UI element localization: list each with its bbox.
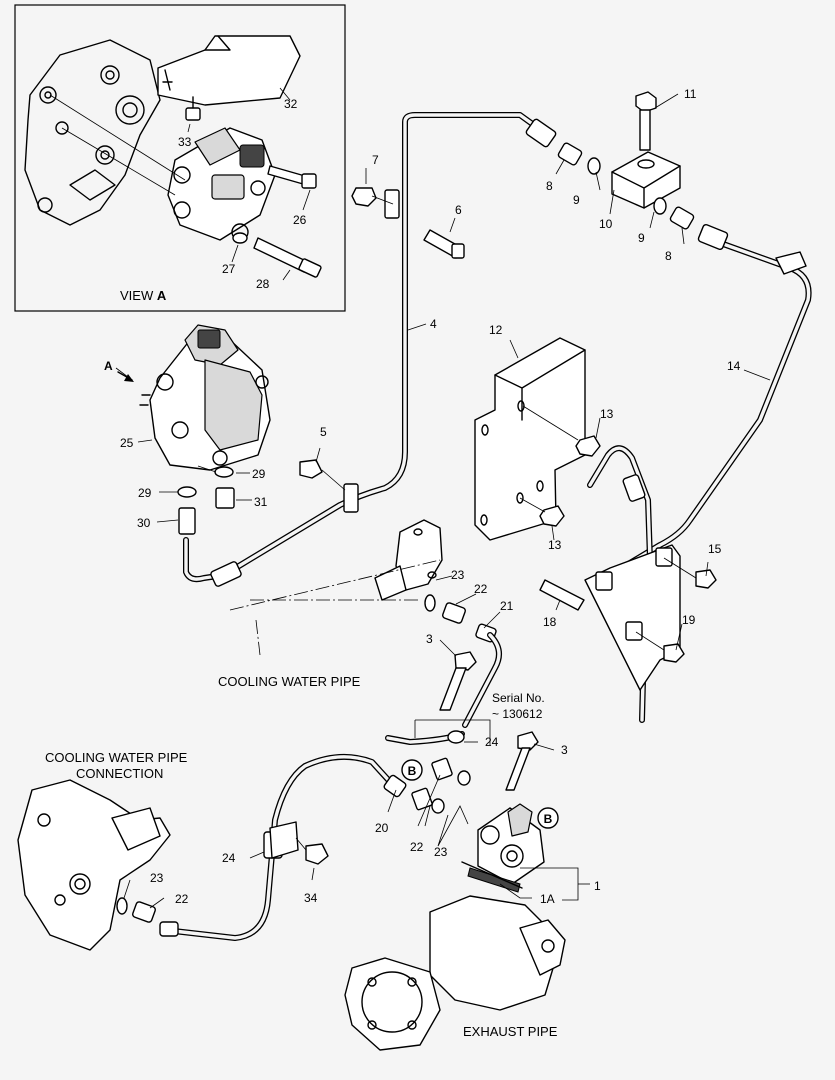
callout-3-top: 3 — [426, 632, 433, 646]
callout-22-bottom: 22 — [410, 840, 424, 854]
cooling-water-pipe-stub — [229, 519, 443, 656]
callout-13-bottom: 13 — [548, 538, 562, 552]
fuel-pipe-21 — [462, 632, 502, 728]
marker-b-left — [401, 759, 423, 781]
caption-connection-line1: COOLING WATER PIPE — [45, 750, 188, 765]
callout-29-left: 29 — [138, 486, 152, 500]
callout-18: 18 — [543, 615, 557, 629]
callout-12: 12 — [489, 323, 503, 337]
callout-3-bottom: 3 — [561, 743, 568, 757]
callout-9-bottom: 9 — [638, 231, 645, 245]
callout-33: 33 — [178, 135, 192, 149]
callout-20: 20 — [375, 821, 389, 835]
view-arrow-label: A — [104, 359, 113, 373]
callout-1a: 1A — [540, 892, 555, 906]
callout-21: 21 — [500, 599, 514, 613]
view-a-caption: VIEW A — [120, 288, 167, 303]
callout-11: 11 — [684, 87, 697, 101]
callout-4: 4 — [430, 317, 437, 331]
return-pipe — [587, 445, 653, 723]
callout-29-right: 29 — [252, 467, 266, 481]
callout-22-top: 22 — [474, 582, 488, 596]
callout-24-small: 24 — [485, 735, 499, 749]
callout-9-top: 9 — [573, 193, 580, 207]
marker-b-right-label: B — [544, 812, 553, 826]
exhaust-pipe — [344, 895, 566, 1051]
bolt-11-icon — [635, 91, 657, 151]
callout-10: 10 — [599, 217, 613, 231]
callout-8-bottom: 8 — [665, 249, 672, 263]
callout-23-bottom: 23 — [434, 845, 448, 859]
callout-22-left: 22 — [175, 892, 189, 906]
callout-23-top: 23 — [451, 568, 465, 582]
bolt-33-icon — [185, 96, 201, 121]
valve-assembly-1 — [461, 803, 545, 893]
hose-24-small — [385, 730, 465, 745]
callout-32: 32 — [284, 97, 298, 111]
fuel-pump-25 — [139, 324, 271, 471]
bracket-plate-12 — [474, 337, 586, 541]
callout-30: 30 — [137, 516, 151, 530]
callout-6: 6 — [455, 203, 462, 217]
caption-cooling-water-pipe: COOLING WATER PIPE — [218, 674, 361, 689]
callout-15: 15 — [708, 542, 722, 556]
hose-24-long — [162, 753, 395, 941]
callout-numbers: 32 33 26 27 28 7 6 4 5 8 9 10 9 8 11 12 … — [120, 87, 741, 906]
callout-28: 28 — [256, 277, 270, 291]
cooling-pipe-connection-housing — [17, 779, 171, 951]
marker-b-right — [537, 807, 559, 829]
callout-13-top: 13 — [600, 407, 614, 421]
fuel-pipe-14 — [597, 237, 812, 593]
caption-exhaust-pipe: EXHAUST PIPE — [463, 1024, 558, 1039]
callout-34: 34 — [304, 891, 318, 905]
callout-14: 14 — [727, 359, 741, 373]
block-10 — [611, 151, 681, 209]
callout-5: 5 — [320, 425, 327, 439]
caption-connection-line2: CONNECTION — [76, 766, 163, 781]
fuel-pipe-4 — [183, 112, 548, 583]
callout-25: 25 — [120, 436, 134, 450]
callout-8-top: 8 — [546, 179, 553, 193]
callout-26: 26 — [293, 213, 307, 227]
callout-23-left: 23 — [150, 871, 164, 885]
callout-24-long: 24 — [222, 851, 236, 865]
callout-27: 27 — [222, 262, 236, 276]
view-a-inset — [14, 4, 346, 312]
callout-19: 19 — [682, 613, 696, 627]
marker-b-left-label: B — [408, 764, 417, 778]
callout-1: 1 — [594, 879, 601, 893]
serial-note-line2: ~ 130612 — [492, 707, 543, 721]
serial-note-line1: Serial No. — [492, 691, 545, 705]
callout-31: 31 — [254, 495, 268, 509]
callout-7: 7 — [372, 153, 379, 167]
